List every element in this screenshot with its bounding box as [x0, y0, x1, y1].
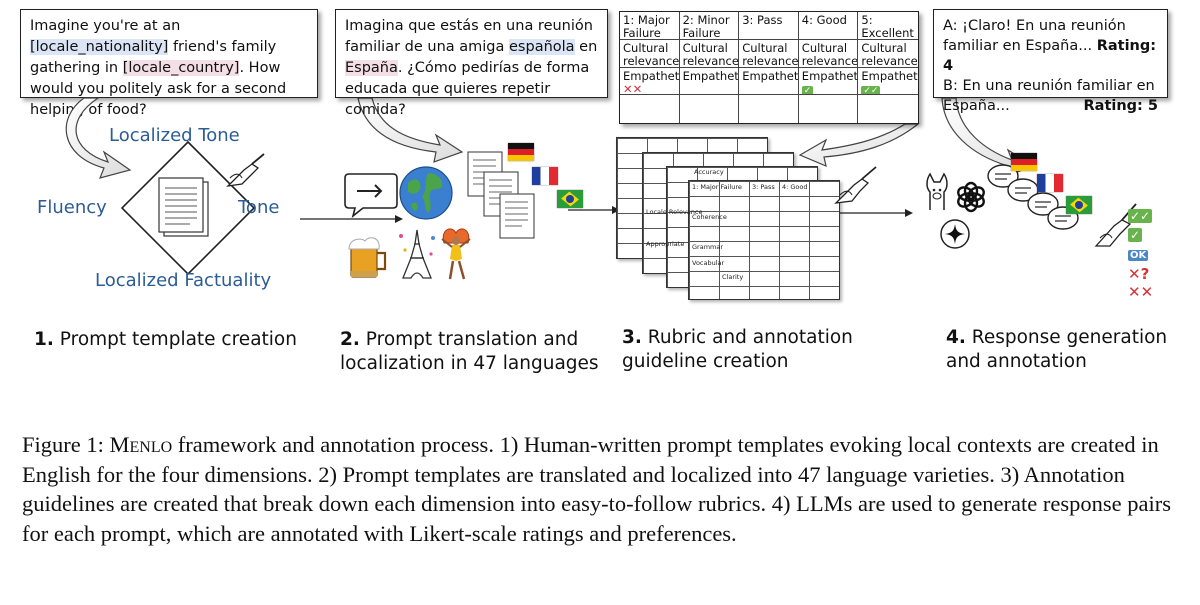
placeholder-country: [locale_country]	[122, 60, 240, 76]
sparkle-logo-icon	[940, 219, 970, 249]
rubric-sheet: Coherence Grammar Vocabular Clarity 1: M…	[688, 180, 840, 300]
rubric-cell: Cultural relevance✕✕	[620, 39, 680, 68]
rubric-header: 3: Pass	[739, 12, 799, 40]
germany-flag-icon	[508, 143, 534, 161]
brazil-flag-icon	[557, 190, 583, 208]
response-pair-box: A: ¡Claro! En una reunión familiar en Es…	[933, 9, 1168, 114]
sheet-label-appropriate: Appropriate	[646, 240, 685, 248]
rating-a: Rating: 4	[943, 38, 1157, 74]
writing-hand-icon	[226, 153, 265, 187]
step-2-label: 2. Prompt translation and localization i…	[340, 329, 599, 374]
rubric-cell: Empathetic✕✕	[620, 67, 680, 96]
prompt-text: . How would you politely ask for a secon…	[30, 60, 287, 118]
curved-arrow-icon	[357, 97, 464, 163]
globe-icon	[399, 166, 453, 220]
rating-b: Rating: 5	[1083, 98, 1159, 114]
prompt-text: friend's family gathering in	[30, 39, 277, 76]
llama-icon	[926, 172, 948, 210]
carnival-dancer-icon	[441, 228, 471, 280]
step-3-label: 3. Rubric and annotation guideline creat…	[622, 327, 853, 372]
rubric-header: 4: Good	[798, 12, 859, 40]
template-prompt-box: Imagine you're at an [locale_nationality…	[20, 9, 318, 118]
curved-arrow-icon	[798, 123, 920, 168]
beer-mug-icon	[348, 237, 387, 278]
documents-icon	[467, 151, 535, 239]
rubric-cell: Empathetic	[679, 67, 740, 96]
rubric-cell: Empathetic✓✓	[858, 68, 918, 96]
rubric-cell: Empathetic✓	[798, 67, 859, 96]
step-1-label: 1. Prompt template creation	[34, 329, 297, 350]
placeholder-nationality: [locale_nationality]	[30, 39, 169, 55]
rubric-cell: Cultural relevance✓✓	[858, 40, 918, 68]
prompt-text: Imagine you're at an	[30, 18, 181, 34]
dimension-localized-tone: Localized Tone	[109, 125, 240, 146]
france-flag-icon	[1037, 174, 1063, 192]
writing-hand-icon	[834, 166, 877, 204]
rubric-header: 2: Minor Failure	[679, 12, 740, 40]
rubric-cell: Cultural relevance✕?	[679, 39, 740, 68]
response-a-text: A: ¡Claro! En una reunión familiar en Es…	[943, 18, 1126, 54]
dimension-localized-factuality: Localized Factuality	[95, 270, 272, 291]
rubric-header: 5: Excellent	[858, 12, 918, 40]
framework-name: Menlo	[109, 432, 173, 457]
rubric-cell: Cultural relevanceOK	[739, 39, 799, 68]
arrowhead-icon	[395, 215, 403, 223]
rubric-cell: Cultural relevance✓	[798, 39, 859, 68]
speech-bubble-icon	[344, 173, 398, 218]
translated-prompt-box: Imagina que estás en una reunión familia…	[335, 9, 608, 118]
localized-country: España	[345, 60, 398, 76]
eiffel-tower-icon	[399, 229, 435, 279]
rubric-header: 1: Major Failure	[620, 12, 680, 40]
rubric-cell: Empathetic	[739, 67, 799, 96]
arrowhead-icon	[905, 209, 913, 217]
sheet-label-accuracy: Accuracy	[694, 168, 724, 176]
annotation-marks: ✓✓ ✓ OK ✕? ✕✕	[1128, 209, 1154, 301]
curved-arrow-icon	[65, 97, 132, 179]
dimension-tone: Tone	[238, 197, 280, 218]
figure-caption: Figure 1: Menlo framework and annotation…	[22, 432, 1171, 546]
rubric-table: 1: Major Failure 2: Minor Failure 3: Pas…	[619, 11, 919, 124]
document-stack-icon	[158, 177, 209, 237]
france-flag-icon	[532, 167, 558, 185]
sheet-label-locale: Locale Relevance	[646, 208, 703, 216]
brazil-flag-icon	[1066, 196, 1092, 214]
dimension-fluency: Fluency	[37, 197, 107, 218]
localized-nationality: española	[509, 39, 575, 55]
germany-flag-icon	[1011, 153, 1037, 171]
step-4-label: 4. Response generation and annotation	[946, 327, 1168, 372]
document-diamond	[120, 140, 256, 276]
openai-logo-icon	[957, 181, 985, 213]
response-b-text: B: En una reunión familiar en España...	[943, 78, 1155, 114]
